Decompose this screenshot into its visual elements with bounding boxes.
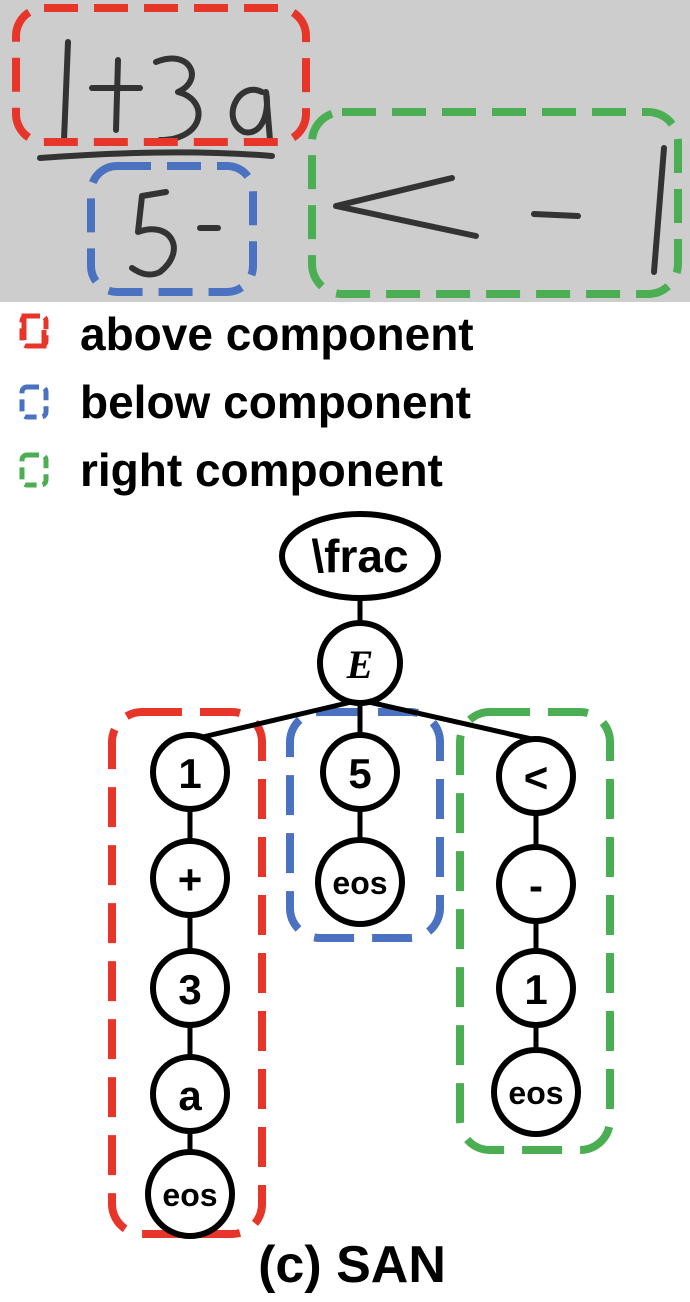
tree-node-e: E: [317, 620, 403, 706]
tree-node-above-3-label: a: [178, 1072, 202, 1119]
tree-node-right-1: -: [496, 844, 576, 924]
tree-node-right-1-label: -: [529, 862, 543, 909]
tree-node-below-0-label: 5: [348, 750, 371, 797]
tree-node-right-2: 1: [496, 948, 576, 1028]
tree-node-above-1-label: +: [178, 856, 203, 903]
above-branch-box: [108, 708, 266, 1238]
legend-label-above: above component: [80, 308, 474, 360]
tree-node-root: \frac: [279, 511, 441, 601]
legend-item-right: right component: [19, 444, 443, 496]
tree-node-right-0-label: <: [524, 754, 549, 801]
right-branch-box: [456, 708, 614, 1154]
right-swatch-icon: [19, 452, 49, 488]
tree-node-above-2-label: 3: [178, 966, 201, 1013]
tree-node-below-0: 5: [320, 732, 400, 812]
tree: \frac E 1 + 3 a eos 5: [108, 511, 614, 1239]
tree-node-above-3: a: [150, 1054, 230, 1134]
tree-node-below-1-label: eos: [332, 865, 387, 901]
below-swatch-icon: [19, 384, 49, 420]
tree-node-right-2-label: 1: [524, 966, 547, 1013]
tree-node-above-1: +: [150, 838, 230, 918]
tree-node-above-4-label: eos: [162, 1177, 217, 1213]
legend: above component below component right co…: [19, 308, 474, 496]
tree-node-above-2: 3: [150, 948, 230, 1028]
tree-node-above-0: 1: [150, 732, 230, 812]
tree-node-above-0-label: 1: [178, 750, 201, 797]
legend-item-above: above component: [19, 308, 474, 360]
legend-label-right: right component: [80, 444, 443, 496]
below-component-box: [87, 162, 257, 296]
tree-node-right-3: eos: [491, 1047, 581, 1137]
above-component-box: [12, 4, 310, 146]
above-swatch-icon: [19, 313, 49, 349]
right-component-box: [308, 108, 682, 298]
legend-label-below: below component: [80, 376, 471, 428]
legend-item-below: below component: [19, 376, 471, 428]
tree-node-above-4: eos: [145, 1149, 235, 1239]
tree-node-below-1: eos: [315, 837, 405, 927]
tree-node-root-label: \frac: [311, 530, 408, 582]
tree-node-right-0: <: [496, 736, 576, 816]
tree-node-right-3-label: eos: [508, 1075, 563, 1111]
figure-caption: (c) SAN: [258, 1236, 446, 1294]
handwritten-expression-photo: [0, 0, 690, 302]
tree-node-e-label: E: [346, 642, 374, 687]
